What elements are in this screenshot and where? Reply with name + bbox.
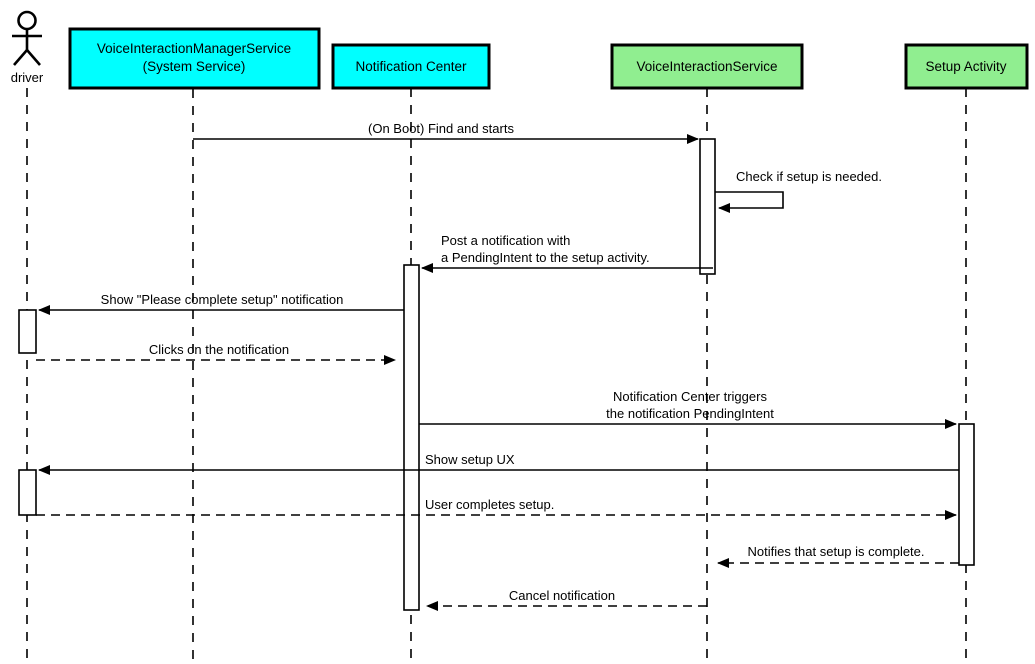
- message-user-completes-setup: User completes setup.: [36, 497, 957, 520]
- message-label-1: (On Boot) Find and starts: [368, 121, 514, 136]
- actor-head-icon: [17, 10, 37, 31]
- participant-label-setup-activity: Setup Activity: [925, 59, 1006, 74]
- participant-setup-activity[interactable]: Setup Activity: [904, 43, 1029, 90]
- message-show-please-complete-setup-notification: Show "Please complete setup" notificatio…: [38, 292, 404, 315]
- activation-bar-notification-center: [403, 264, 420, 611]
- message-on-boot-find-and-starts: (On Boot) Find and starts: [193, 121, 699, 144]
- message-notification-center-triggers-pendingintent: Notification Center triggers the notific…: [419, 389, 957, 429]
- message-notifies-that-setup-is-complete: Notifies that setup is complete.: [717, 544, 959, 568]
- activation-bars: [18, 138, 975, 611]
- actor-leg-left: [13, 49, 28, 66]
- message-label-5: Clicks on the notification: [149, 342, 289, 357]
- participant-label-voice-interaction-service: VoiceInteractionService: [636, 59, 777, 74]
- message-clicks-on-the-notification: Clicks on the notification: [36, 342, 396, 365]
- participant-label-notification-center: Notification Center: [355, 59, 467, 74]
- participant-label-driver: driver: [11, 70, 44, 85]
- message-label-10: Cancel notification: [509, 588, 615, 603]
- participant-box-setup-activity[interactable]: [904, 43, 1029, 90]
- activation-bar-driver-2: [18, 469, 37, 516]
- participant-voice-interaction-service[interactable]: VoiceInteractionService: [610, 43, 804, 90]
- actor-leg-right: [26, 49, 41, 66]
- message-line-2-self: [715, 191, 784, 213]
- message-label-6-line2: the notification PendingIntent: [606, 406, 774, 421]
- message-show-setup-ux: Show setup UX: [38, 452, 959, 475]
- participant-vims[interactable]: VoiceInteractionManagerService (System S…: [68, 27, 321, 90]
- message-label-3-line1: Post a notification with: [441, 233, 570, 248]
- participant-label-vims-line2: (System Service): [143, 59, 246, 74]
- message-post-a-notification: Post a notification with a PendingIntent…: [421, 233, 713, 273]
- message-label-3-line2: a PendingIntent to the setup activity.: [441, 250, 650, 265]
- activation-bar-voice-interaction-service: [699, 138, 716, 275]
- activation-bar-setup-activity: [958, 423, 975, 566]
- message-label-2: Check if setup is needed.: [736, 169, 882, 184]
- message-label-9: Notifies that setup is complete.: [747, 544, 924, 559]
- message-label-6-line1: Notification Center triggers: [613, 389, 767, 404]
- participant-notification-center[interactable]: Notification Center: [331, 43, 491, 90]
- participant-label-vims-line1: VoiceInteractionManagerService: [97, 41, 291, 56]
- activation-bar-driver-1: [18, 309, 37, 354]
- participant-box-vims[interactable]: [68, 27, 321, 90]
- participant-box-notification-center[interactable]: [331, 43, 491, 90]
- participant-box-voice-interaction-service[interactable]: [610, 43, 804, 90]
- message-label-4: Show "Please complete setup" notificatio…: [101, 292, 344, 307]
- message-label-7: Show setup UX: [425, 452, 515, 467]
- message-cancel-notification: Cancel notification: [426, 588, 707, 611]
- participant-driver[interactable]: driver: [11, 10, 44, 85]
- message-label-8: User completes setup.: [425, 497, 554, 512]
- message-check-if-setup-is-needed: Check if setup is needed.: [715, 169, 882, 213]
